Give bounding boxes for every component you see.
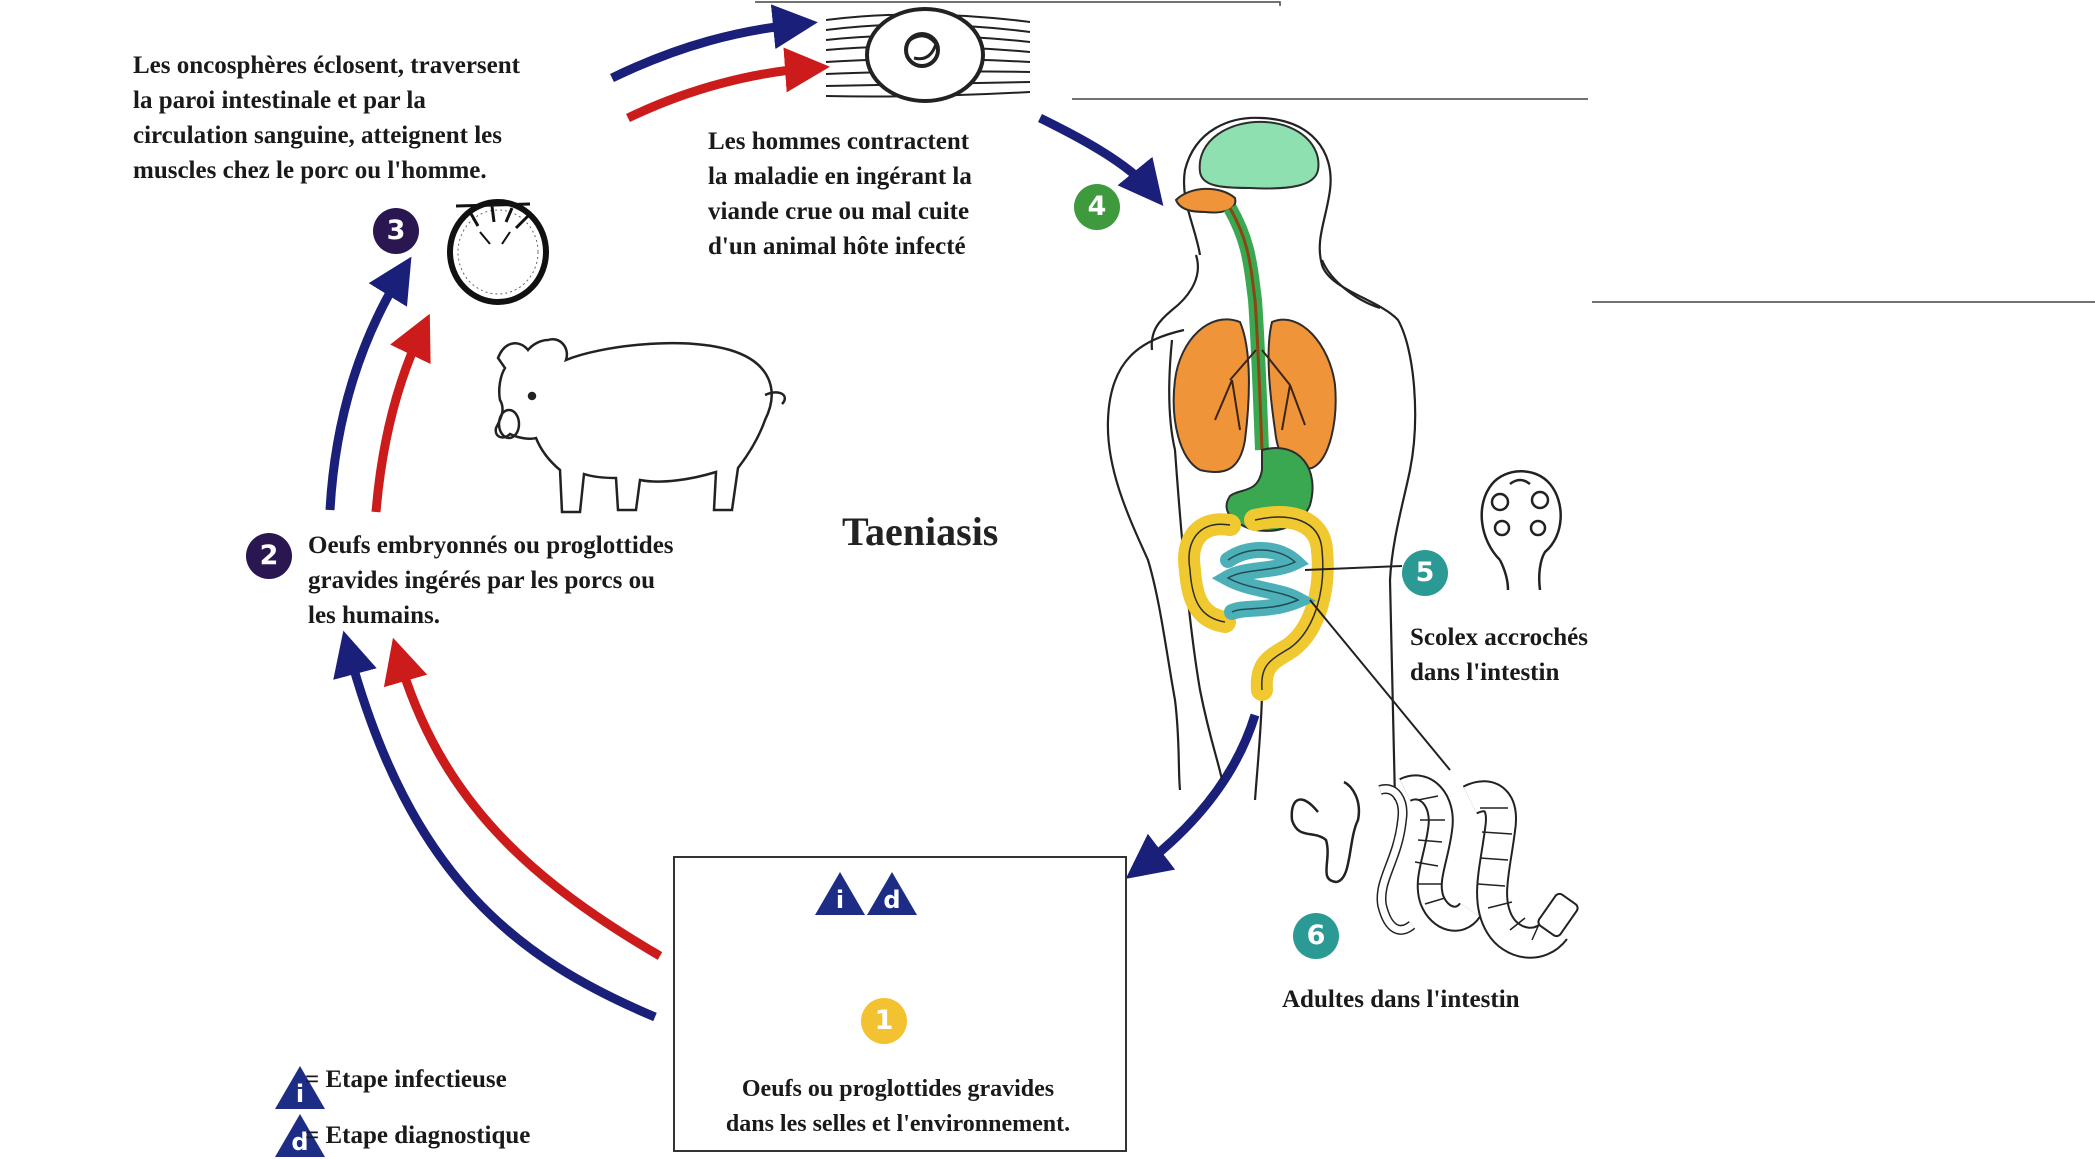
- legend-infective-label: = Etape infectieuse: [305, 1066, 507, 1094]
- scolex-icon: [1482, 471, 1561, 590]
- step-2-badge: 2: [246, 533, 292, 579]
- left-lung-icon: [1174, 319, 1249, 472]
- arrow-human-to-1: [1140, 715, 1255, 868]
- diagnostic-marker-letter: d: [882, 886, 902, 914]
- infective-stage-marker: i: [815, 872, 865, 915]
- oncosphere-icon: [450, 202, 546, 302]
- step-3-badge: 3: [373, 208, 419, 254]
- legend-diagnostic-label: = Etape diagnostique: [305, 1122, 530, 1150]
- pig-icon: [496, 339, 785, 512]
- arrow-1-to-2: [348, 648, 660, 1017]
- arrow-2-to-3: [330, 272, 422, 512]
- muscle-cyst-icon: [826, 9, 1030, 101]
- step-5-badge: 5: [1402, 550, 1448, 596]
- step-6-text: Adultes dans l'intestin: [1282, 982, 1520, 1017]
- adult-worm-icon: [1292, 782, 1580, 943]
- diagram-title: Taeniasis: [842, 508, 998, 555]
- step-4-badge: 4: [1074, 184, 1120, 230]
- infective-marker-letter: i: [830, 886, 850, 914]
- right-lung-icon: [1269, 320, 1336, 469]
- arrow-3-to-cyst: [612, 24, 812, 118]
- diagnostic-stage-marker: d: [867, 872, 917, 915]
- brain-icon: [1200, 122, 1319, 189]
- step-4-text: Les hommes contractent la maladie en ing…: [708, 124, 972, 264]
- step-1-text: Oeufs ou proglottides gravides dans les …: [678, 1072, 1118, 1142]
- step-1-badge: 1: [861, 998, 907, 1044]
- step-3-text: Les oncosphères éclosent, traversent la …: [133, 48, 520, 188]
- arrow-cyst-to-human: [1040, 118, 1152, 192]
- step-6-badge: 6: [1293, 913, 1339, 959]
- step-5-text: Scolex accrochés dans l'intestin: [1410, 620, 1588, 690]
- step-2-text: Oeufs embryonnés ou proglottides gravide…: [308, 528, 674, 633]
- human-body-icon: [1108, 118, 1415, 800]
